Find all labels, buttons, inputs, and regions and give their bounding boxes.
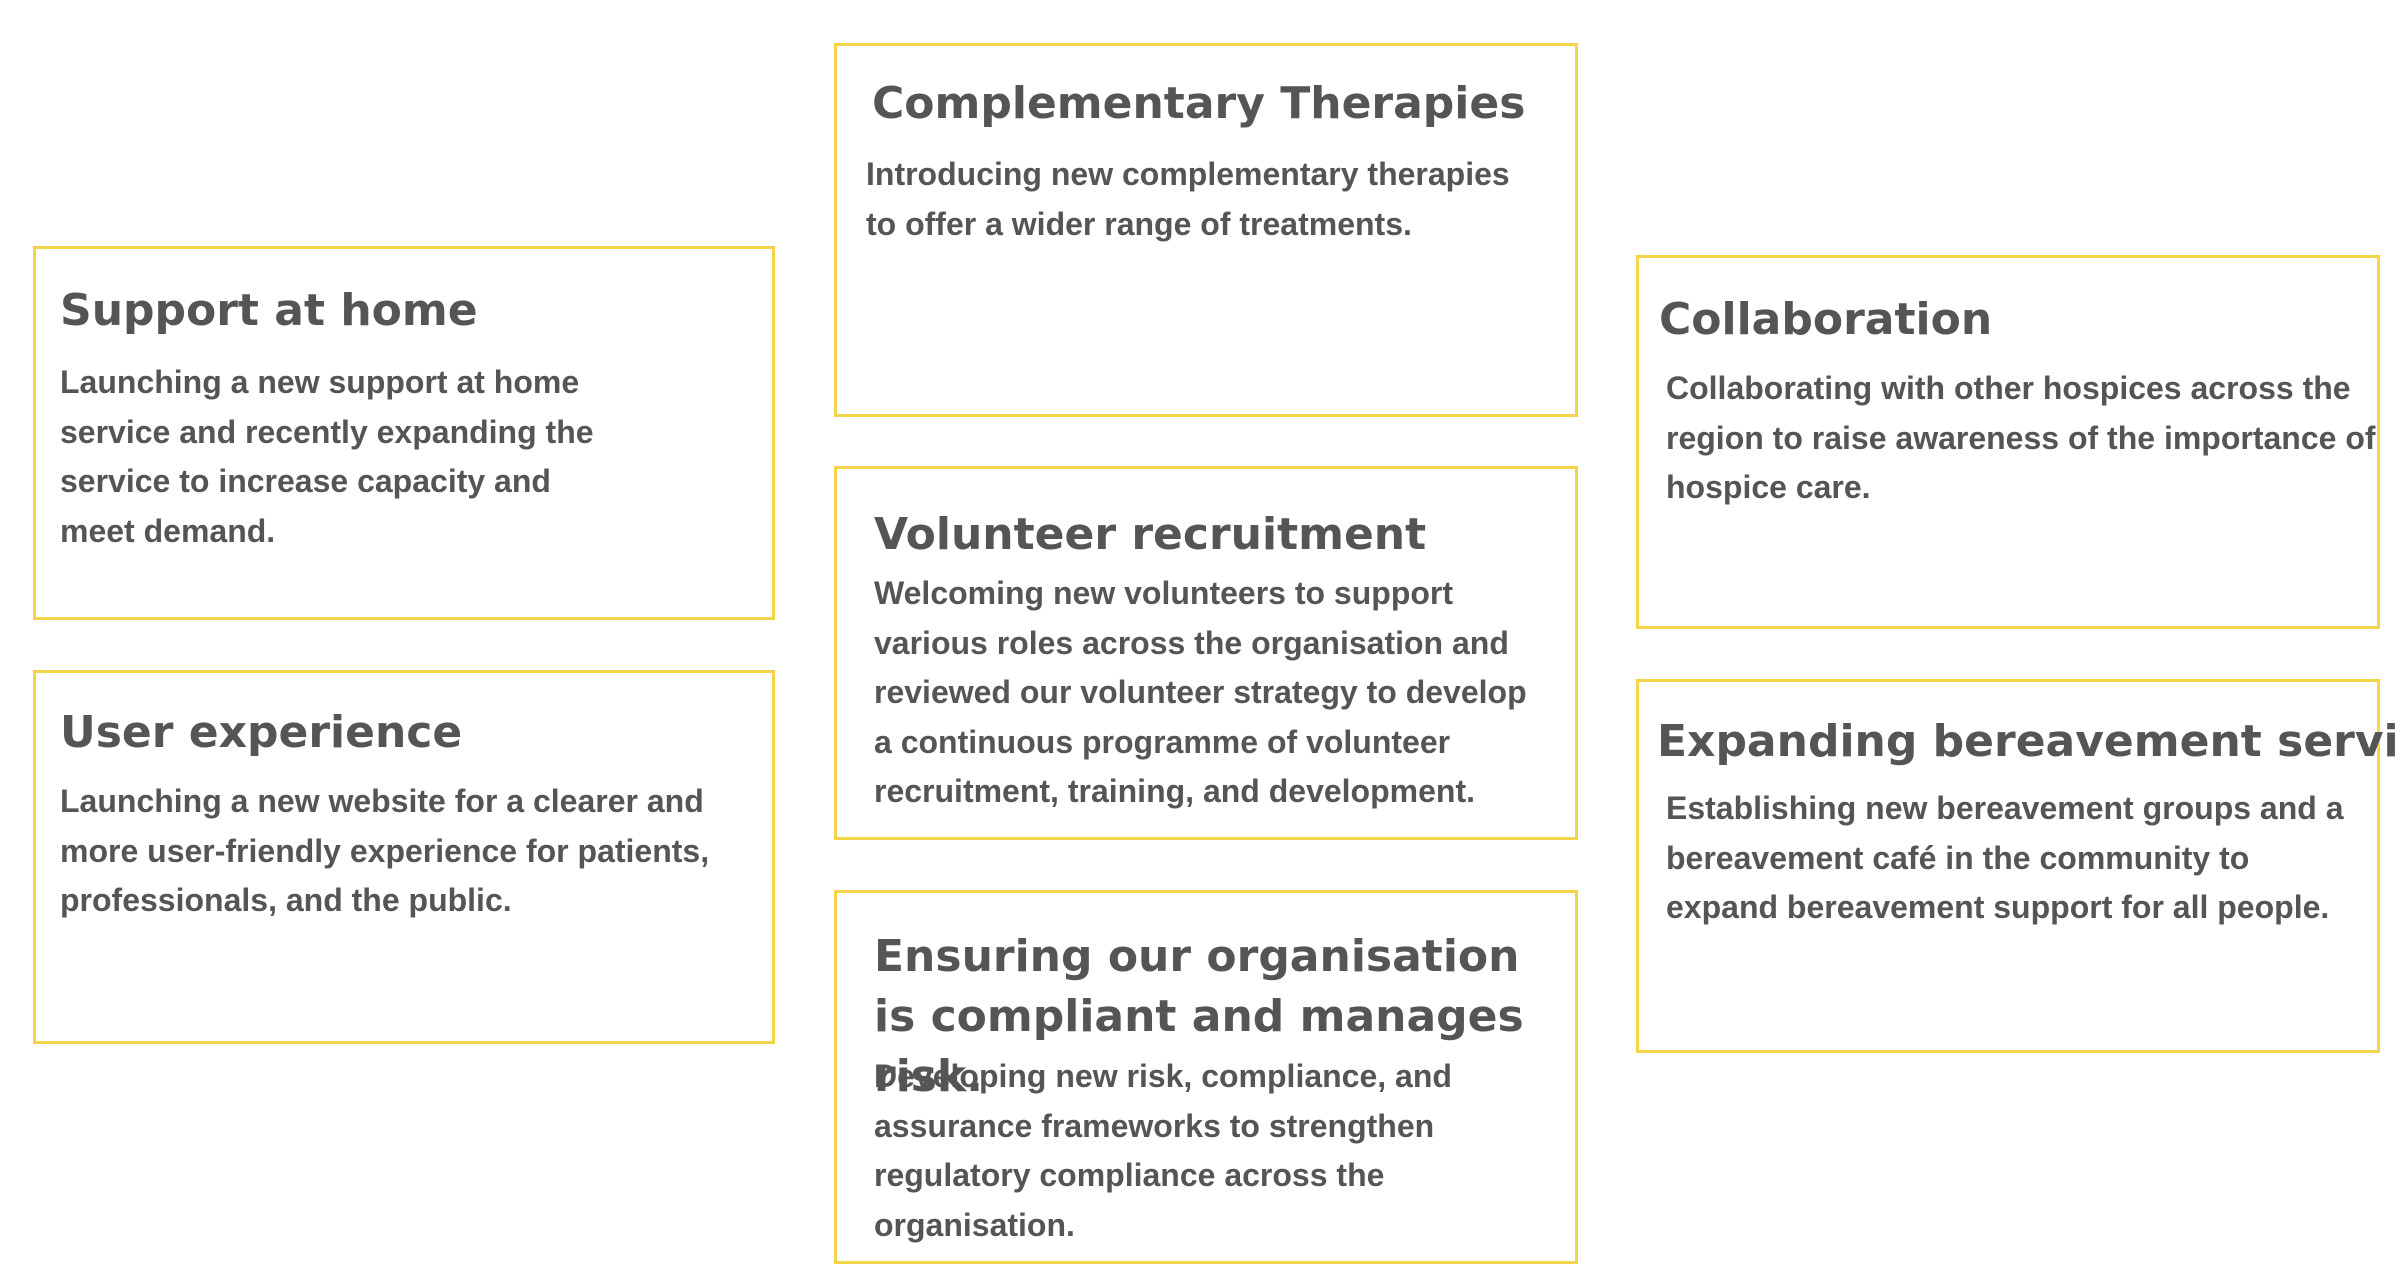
card-complementary-therapies: Complementary Therapies Introducing new …: [834, 43, 1578, 417]
card-title: User experience: [60, 707, 463, 758]
card-body: Launching a new website for a clearer an…: [60, 783, 710, 918]
card-title: Expanding bereavement services: [1657, 716, 2400, 767]
card-volunteer-recruitment: Volunteer recruitment Welcoming new volu…: [834, 466, 1578, 840]
card-title: Volunteer recruitment: [874, 509, 1427, 560]
card-body: Welcoming new volunteers to support vari…: [874, 575, 1527, 809]
card-body: Introducing new complementary therapies …: [866, 156, 1510, 242]
card-title: Complementary Therapies: [872, 78, 1526, 129]
card-body: Collaborating with other hospices across…: [1666, 370, 2376, 505]
card-bereavement-services: Expanding bereavement services Establish…: [1636, 679, 2400, 1053]
card-body: Launching a new support at home service …: [60, 364, 594, 549]
card-collaboration: Collaboration Collaborating with other h…: [1636, 255, 2380, 629]
card-title: Support at home: [60, 285, 478, 336]
card-user-experience: User experience Launching a new website …: [33, 670, 775, 1044]
card-compliance-risk: Ensuring our organisation is compliant a…: [834, 890, 1578, 1264]
card-body: Establishing new bereavement groups and …: [1666, 790, 2344, 925]
card-title: Collaboration: [1659, 294, 1993, 345]
card-body: Developing new risk, compliance, and ass…: [874, 1058, 1452, 1243]
card-title: Ensuring our organisation is compliant a…: [874, 931, 1524, 1102]
card-support-at-home: Support at home Launching a new support …: [33, 246, 775, 620]
